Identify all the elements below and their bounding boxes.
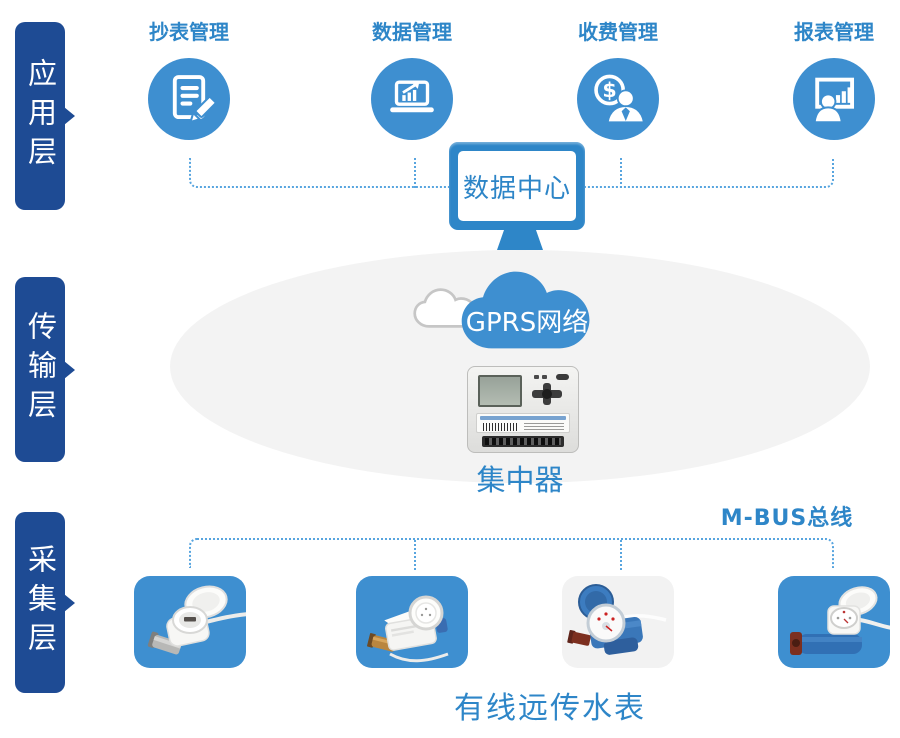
data-center-label: 数据中心: [462, 173, 571, 204]
water-meter-photo-blue-vertical: [562, 576, 674, 668]
layer-box-application: 应用层: [15, 22, 75, 210]
dollar-coin-person-icon: $: [577, 58, 659, 140]
water-meter-photo-blue-compact: [778, 576, 890, 668]
module-billing: 收费管理 $: [546, 16, 690, 140]
document-pencil-icon: [148, 58, 230, 140]
gprs-network-label: GPRS网络: [465, 308, 589, 338]
mbus-dotted-connector: [189, 538, 834, 570]
module-meter-reading: 抄表管理: [117, 16, 261, 140]
nameplate-text-lines: [524, 423, 564, 431]
nameplate-barcode: [483, 423, 517, 431]
data-center-monitor: 数据中心: [449, 142, 585, 230]
concentrator-label: 集中器: [476, 463, 564, 497]
nameplate-header-strip: [480, 416, 566, 420]
layer-pointer-icon: [64, 593, 75, 612]
gprs-cloud-icon: [461, 271, 590, 349]
concentrator-device: [467, 366, 579, 453]
layer-label-collection: 采集层: [23, 544, 58, 661]
connector-drop: [620, 540, 622, 570]
module-reports: 报表管理: [762, 16, 900, 140]
layer-pointer-icon: [64, 360, 75, 379]
layer-box-collection: 采集层: [15, 512, 75, 693]
connector-drop: [620, 158, 622, 188]
mbus-bus-label: M-BUS总线: [720, 506, 854, 531]
dollar-glyph: $: [602, 78, 616, 102]
terminal-teeth: [485, 438, 561, 445]
module-data-management: 数据管理: [340, 16, 484, 140]
connector-drop: [414, 540, 416, 570]
layer-box-transmission: 传输层: [15, 277, 75, 462]
concentrator-terminal-block: [482, 436, 564, 447]
concentrator-button: [534, 375, 539, 379]
concentrator-nameplate: [476, 413, 570, 433]
module-label: 报表管理: [794, 20, 874, 44]
water-meter-photo-white-open-lid: [134, 576, 246, 668]
concentrator-lcd-screen: [478, 375, 522, 407]
layer-label-application: 应用层: [23, 57, 58, 175]
connector-drop: [414, 158, 416, 188]
module-label: 数据管理: [372, 20, 452, 44]
laptop-chart-icon: [371, 58, 453, 140]
layer-label-transmission: 传输层: [23, 311, 58, 428]
concentrator-button: [542, 375, 547, 379]
presentation-chart-person-icon: [793, 58, 875, 140]
monitor-screen: 数据中心: [458, 151, 576, 221]
module-label: 抄表管理: [149, 20, 229, 44]
wired-meters-caption: 有线远传水表: [454, 691, 646, 726]
water-meter-photo-white-box: [356, 576, 468, 668]
concentrator-keypad: [532, 383, 562, 405]
layer-pointer-icon: [64, 107, 75, 125]
keypad-center-button: [542, 389, 552, 399]
monitor-stand: [497, 229, 543, 250]
module-label: 收费管理: [578, 20, 658, 44]
concentrator-ir-port: [556, 374, 569, 380]
